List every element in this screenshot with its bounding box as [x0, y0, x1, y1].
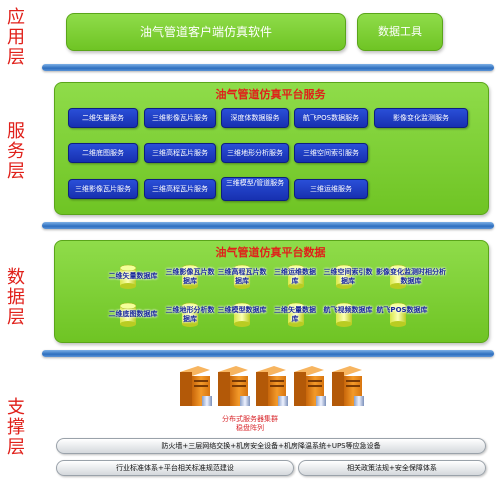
- service-item: 三维空间索引服务: [294, 143, 368, 163]
- layer-label-text: 服务层: [7, 121, 25, 182]
- database-label: 三维模型数据库: [217, 306, 267, 314]
- database-label: 二维底图数据库: [108, 310, 158, 318]
- database-icons: [119, 264, 407, 327]
- layer-label-text: 支撑层: [7, 397, 25, 458]
- database-label: 二维矢量数据库: [108, 272, 158, 280]
- database-label: 三维影像瓦片数据库: [165, 268, 215, 285]
- layer-label-support: 支撑层: [6, 398, 26, 458]
- data-tools-box: 数据工具: [357, 13, 443, 51]
- database-icon: [287, 302, 305, 327]
- infrastructure-bar: 防火墙+三层网络交换+机房安全设备+机房降温系统+UPS等应急设备: [56, 438, 486, 454]
- server-icon: [256, 366, 288, 406]
- server-cluster-sublabel: 稳盘阵列: [236, 424, 264, 432]
- database-label: 三维空间索引数据库: [323, 268, 373, 285]
- database-icon: [119, 264, 137, 289]
- service-item: 三维影像瓦片服务: [144, 108, 216, 128]
- database-label: 三维矢量数据库: [274, 306, 316, 323]
- database-icon: [287, 264, 305, 289]
- database-label: 三维地形分析数据库: [165, 306, 215, 323]
- layer-label-text: 应用层: [7, 7, 25, 68]
- server-icon: [218, 366, 250, 406]
- database-label: 航飞视频数据库: [323, 306, 373, 314]
- service-item: 二维矢量服务: [68, 108, 138, 128]
- layer-label-application: 应用层: [6, 8, 26, 68]
- database-icon: [233, 302, 251, 327]
- database-icon: [335, 302, 353, 327]
- layer-divider: [42, 222, 494, 229]
- service-item: 三维高程瓦片服务: [144, 143, 216, 163]
- layer-label-data: 数据层: [6, 268, 26, 328]
- database-icon: [335, 264, 353, 289]
- client-software-label: 油气管道客户端仿真软件: [139, 25, 272, 39]
- service-item: 影像变化监测服务: [374, 108, 468, 128]
- server-icon: [332, 366, 364, 406]
- service-item: 三维地形分析服务: [221, 143, 289, 163]
- policy-bar: 相关政策法规+安全保障体系: [298, 460, 486, 476]
- database-label: 航飞POS数据库: [376, 306, 428, 314]
- server-cluster: [180, 366, 364, 406]
- database-icon: [233, 264, 251, 289]
- database-label: 影像变化监测时相分析数据库: [376, 268, 446, 285]
- service-item: 航飞POS数据服务: [294, 108, 368, 128]
- service-item: 三维运维服务: [294, 179, 368, 199]
- database-icon: [181, 264, 199, 289]
- database-label: 三维高程瓦片数据库: [217, 268, 267, 285]
- service-item: 深度体数据服务: [221, 108, 289, 128]
- data-tools-label: 数据工具: [378, 25, 422, 38]
- service-item: 二维底图服务: [68, 143, 138, 163]
- standards-bar: 行业标准体系+平台相关标准规范建设: [56, 460, 294, 476]
- layer-divider: [42, 350, 494, 357]
- server-icon: [294, 366, 326, 406]
- client-software-box: 油气管道客户端仿真软件: [66, 13, 346, 51]
- server-cluster-label: 分布式服务器集群: [222, 415, 278, 423]
- data-panel-title: 油气管道仿真平台数据: [215, 246, 326, 259]
- layer-divider: [42, 64, 494, 71]
- service-panel-title: 油气管道仿真平台服务: [215, 88, 326, 101]
- layer-label-service: 服务层: [6, 122, 26, 182]
- service-item: 三维模型/管道服务: [221, 177, 289, 201]
- database-icon: [389, 264, 407, 289]
- server-icon: [180, 366, 212, 406]
- service-item: 三维影像瓦片服务: [68, 179, 138, 199]
- database-icon: [119, 302, 137, 327]
- layer-label-text: 数据层: [7, 267, 25, 328]
- database-label: 三维运维数据库: [274, 268, 316, 285]
- database-icon: [389, 302, 407, 327]
- database-icon: [181, 302, 199, 327]
- service-item: 三维高程瓦片服务: [144, 179, 216, 199]
